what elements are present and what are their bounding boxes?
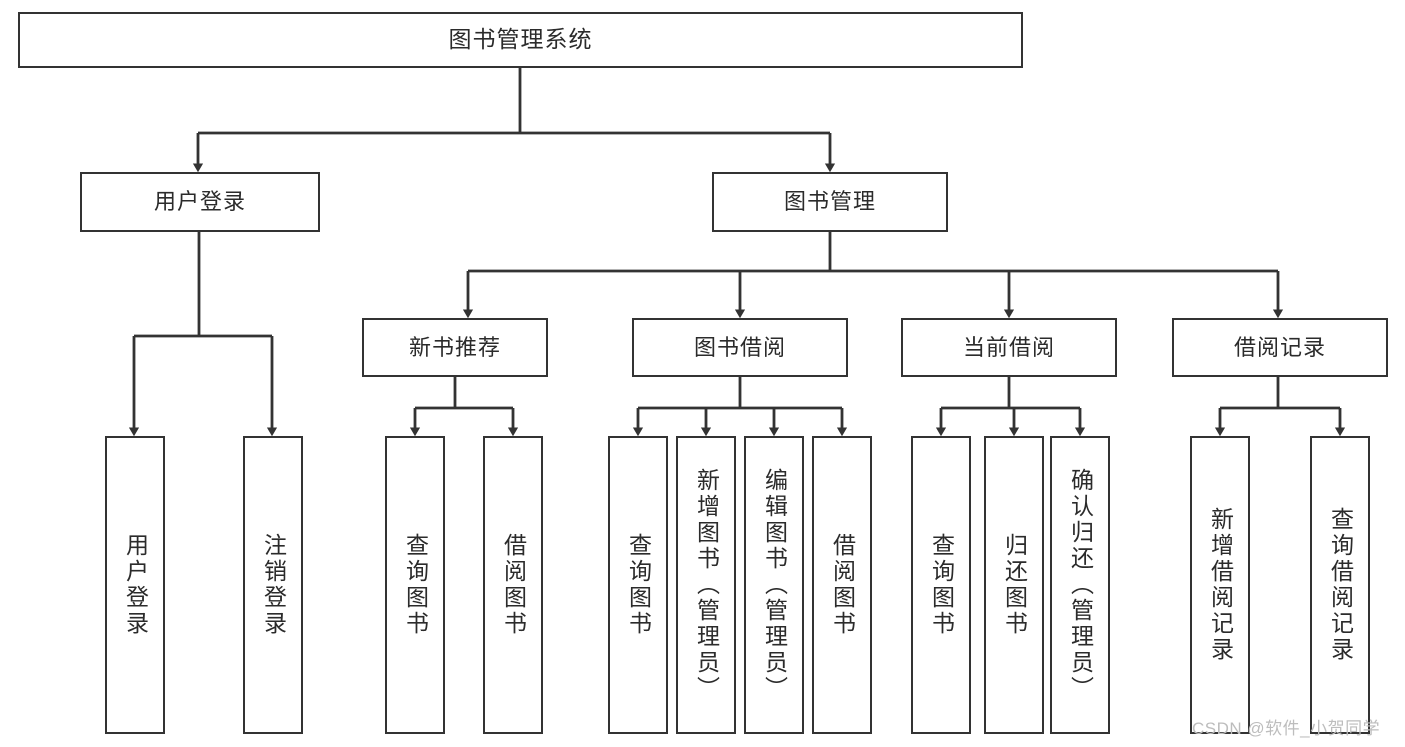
node-book-manage[interactable]: 图书管理	[712, 172, 948, 232]
node-book-borrow-label: 图书借阅	[693, 334, 786, 360]
node-leaf-confirm-return[interactable]: 确认归还（管理员）	[1050, 436, 1110, 734]
node-leaf-borrow-book-1[interactable]: 借阅图书	[483, 436, 543, 734]
node-leaf-query-book-3-label: 查询图书	[928, 533, 955, 637]
node-leaf-user-login-label: 用户登录	[122, 533, 149, 637]
node-book-manage-label: 图书管理	[783, 189, 876, 215]
node-leaf-query-book-2-label: 查询图书	[625, 533, 652, 637]
node-user-login-label: 用户登录	[153, 189, 246, 215]
node-book-borrow[interactable]: 图书借阅	[632, 318, 848, 377]
node-leaf-query-book-1-label: 查询图书	[402, 533, 429, 637]
node-root-label: 图书管理系统	[448, 26, 593, 53]
node-leaf-query-book-2[interactable]: 查询图书	[608, 436, 668, 734]
node-leaf-add-borrow-record-label: 新增借阅记录	[1207, 507, 1234, 663]
node-leaf-query-book-3[interactable]: 查询图书	[911, 436, 971, 734]
node-root[interactable]: 图书管理系统	[18, 12, 1023, 68]
node-leaf-borrow-book-2-label: 借阅图书	[829, 533, 856, 637]
node-leaf-query-borrow-record-label: 查询借阅记录	[1327, 507, 1354, 663]
node-leaf-return-book-label: 归还图书	[1001, 533, 1028, 637]
node-current-borrow[interactable]: 当前借阅	[901, 318, 1117, 377]
node-leaf-borrow-book-1-label: 借阅图书	[500, 533, 527, 637]
node-leaf-user-login[interactable]: 用户登录	[105, 436, 165, 734]
node-leaf-query-borrow-record[interactable]: 查询借阅记录	[1310, 436, 1370, 734]
node-new-book-recommend[interactable]: 新书推荐	[362, 318, 548, 377]
node-leaf-borrow-book-2[interactable]: 借阅图书	[812, 436, 872, 734]
node-leaf-add-book-admin[interactable]: 新增图书（管理员）	[676, 436, 736, 734]
node-leaf-add-book-admin-label: 新增图书（管理员）	[693, 468, 720, 702]
node-current-borrow-label: 当前借阅	[962, 334, 1055, 360]
node-leaf-add-borrow-record[interactable]: 新增借阅记录	[1190, 436, 1250, 734]
node-leaf-user-logout-label: 注销登录	[260, 533, 287, 637]
node-borrow-record[interactable]: 借阅记录	[1172, 318, 1388, 377]
node-borrow-record-label: 借阅记录	[1233, 334, 1326, 360]
csdn-watermark: CSDN @软件_小贺同学	[1192, 719, 1381, 738]
node-leaf-edit-book-admin[interactable]: 编辑图书（管理员）	[744, 436, 804, 734]
node-leaf-return-book[interactable]: 归还图书	[984, 436, 1044, 734]
node-leaf-edit-book-admin-label: 编辑图书（管理员）	[761, 468, 788, 702]
node-leaf-confirm-return-label: 确认归还（管理员）	[1067, 468, 1094, 702]
node-leaf-query-book-1[interactable]: 查询图书	[385, 436, 445, 734]
node-new-book-recommend-label: 新书推荐	[408, 334, 501, 360]
node-leaf-user-logout[interactable]: 注销登录	[243, 436, 303, 734]
node-user-login[interactable]: 用户登录	[80, 172, 320, 232]
